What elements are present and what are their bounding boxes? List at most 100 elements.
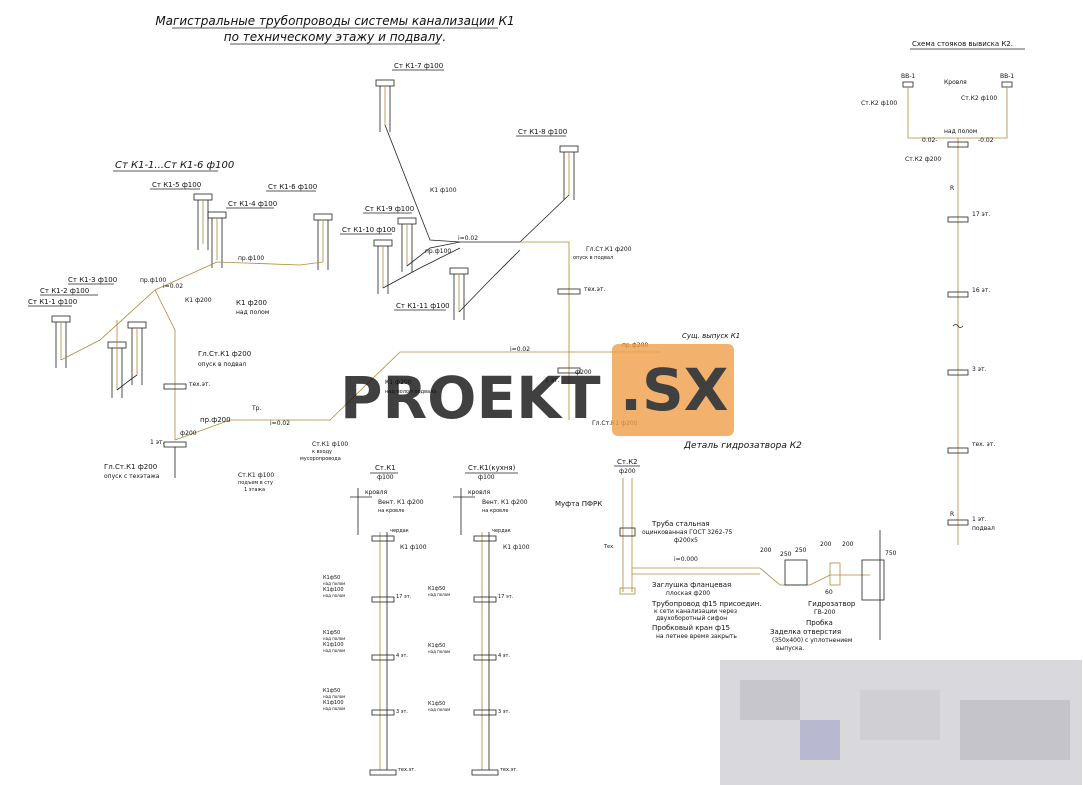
vv1-label: ВВ-1 (901, 73, 915, 80)
roof: кровля (468, 489, 490, 496)
roof-label: Кровля (944, 79, 967, 86)
slope-left: 0.02- (922, 137, 938, 144)
tech-label: тех.эт. (584, 286, 605, 293)
title-line-2: по техническому этажу и подвалу. (224, 30, 447, 44)
k1-200-small: К1 ф200 (185, 297, 212, 304)
slope-right: -0.02 (978, 137, 994, 144)
riser-label: Ст К1-6 ф100 (268, 183, 317, 191)
floor: 4 эт. (396, 653, 408, 659)
floor-3: 3 эт. (972, 366, 987, 373)
riser-k1-1: Ст К1-1 ф100 (28, 298, 77, 368)
dim: 750 (885, 550, 897, 557)
riser-k1-7: Ст К1-7 ф100 (375, 62, 444, 132)
vent: Вент. К1 ф200 (378, 499, 424, 506)
k1: К1 ф100 (503, 544, 530, 551)
title-d: ф100 (377, 474, 394, 481)
item-b: над полом (323, 581, 345, 586)
main-riser-sub: опуск в подвал (198, 361, 246, 368)
floor-16: 16 эт. (972, 287, 990, 294)
r200-label: ф200 (575, 369, 592, 376)
left-group-header: Ст К1-1...Ст К1-6 ф100 (115, 160, 234, 171)
r-label: R (950, 185, 954, 192)
detail-stk2: Ст.К2 (617, 458, 638, 466)
pipe-line-1: Труба стальная (651, 520, 710, 528)
slope-label: i=0.02 (163, 283, 183, 290)
level-label: i=0.000 (674, 556, 698, 563)
title: Ст.К1(кухня) (468, 464, 516, 472)
conn-line-3: двухоборотный сифон (656, 615, 727, 622)
pipe-line-3: ф200х5 (674, 537, 698, 544)
item-d: над полом (323, 648, 345, 653)
item-c: К1ф100 (323, 587, 344, 593)
riser-k1-6: Ст К1-6 ф100 (266, 183, 333, 270)
dim: 200 (842, 541, 854, 548)
zadelka-line-1: Заделка отверстия (770, 628, 841, 636)
r-label-2: R (950, 511, 954, 518)
center-pipe-group: Ст К1-7 ф100 Ст К1-8 ф100 Ст К1-9 ф100 С… (340, 62, 740, 427)
item-a: К1ф50 (428, 643, 445, 649)
valve-line-2: на летнее время закрыть (656, 633, 737, 640)
slope-label: i=0.02 (458, 235, 478, 242)
zadelka-line-2: (350х400) с уплотнением (772, 637, 852, 644)
left-pipe-group: Ст К1-1...Ст К1-6 ф100 Ст К1-1 ф100 Ст К… (28, 160, 660, 493)
riser-label: Ст К1-5 ф100 (152, 181, 201, 189)
floor: 17 эт. (396, 594, 412, 600)
k1-100a-sub2: мусоропровода (300, 456, 341, 462)
title-line-1: Магистральные трубопроводы системы канал… (155, 14, 514, 28)
item-c: К1ф100 (323, 700, 344, 706)
podval-label: подвал (972, 525, 995, 532)
vent: Вент. К1 ф200 (482, 499, 528, 506)
riser-label: Ст К1-3 ф100 (68, 276, 117, 284)
dim: 250 (780, 551, 792, 558)
riser-label: Гл.Ст.К1 ф200 (586, 246, 632, 253)
riser-label: Ст К1-1 ф100 (28, 298, 77, 306)
stk2-left-label: Ст.К2 ф100 (861, 100, 897, 107)
k1-200-label: К1 ф200 (385, 379, 412, 386)
gl-bottom-sub: опуск с техэтажа (104, 473, 160, 480)
item-b: над полом (428, 707, 450, 712)
watermark-left: PROEKT (340, 364, 601, 432)
tr-label: Тр. (251, 405, 261, 412)
item-a: К1ф50 (428, 586, 445, 592)
vent-sub: на кровле (378, 508, 404, 514)
pr100-label: пр.ф100 (238, 255, 264, 262)
floor: 3 эт. (498, 709, 510, 715)
zadelka-line-3: выпуска. (776, 645, 804, 652)
main-title: Магистральные трубопроводы системы канал… (155, 14, 515, 45)
item-b: над полом (323, 636, 345, 641)
k1-100a-label: Ст.К1 ф100 (312, 441, 348, 448)
tech-floor-label: тех.эт. (189, 381, 210, 388)
riser-k1-8: Ст К1-8 ф100 (516, 128, 579, 200)
stk2-right-label: Ст.К2 ф100 (961, 95, 997, 102)
nad-polom-label: над полом (944, 128, 977, 135)
riser-k1-2: Ст К1-2 ф100 (40, 287, 127, 398)
watermark: PROEKT .SX (340, 344, 734, 436)
riser-sub: опуск в подвал (573, 255, 613, 261)
item-a: К1ф50 (323, 688, 340, 694)
bottom-riser-1: Ст.К1 ф100 кровля Вент. К1 ф200 на кровл… (323, 464, 427, 776)
riser-k1-4: Ст К1-4 ф100 (207, 200, 277, 268)
floor: 4 эт. (498, 653, 510, 659)
riser-k1-11: Ст К1-11 ф100 (394, 267, 469, 320)
item-b: над полом (428, 592, 450, 597)
k1-100b-sub2: 1 этажа (244, 487, 265, 493)
item-a: К1ф50 (323, 630, 340, 636)
k1: К1 ф100 (400, 544, 427, 551)
title: Ст.К1 (375, 464, 396, 472)
gidro-line-1: Гидрозатвор (808, 600, 856, 608)
conn-line-1: Трубопровод ф15 присоедин. (651, 600, 762, 608)
cap-line-1: Заглушка фланцевая (652, 581, 731, 589)
k1-100a-sub1: к входу (312, 449, 332, 455)
cherdak: чердак (492, 528, 511, 534)
floor: 3 эт. (396, 709, 408, 715)
tex-label: Тех. (603, 544, 615, 550)
riser-k1-3: Ст К1-3 ф100 (68, 276, 147, 385)
slope-main-label: i=0.02 (510, 346, 530, 353)
watermark-right: .SX (620, 356, 729, 424)
riser-k1-9: Ст К1-9 ф100 (363, 205, 417, 272)
item-b: над полом (323, 694, 345, 699)
watermark-badge (612, 344, 734, 436)
stk2-200-label: Ст.К2 ф200 (905, 156, 941, 163)
bottom-riser-2: Ст.К1(кухня) ф100 кровля Вент. К1 ф200 н… (428, 464, 530, 776)
floor-1: 1 эт. (972, 516, 987, 523)
